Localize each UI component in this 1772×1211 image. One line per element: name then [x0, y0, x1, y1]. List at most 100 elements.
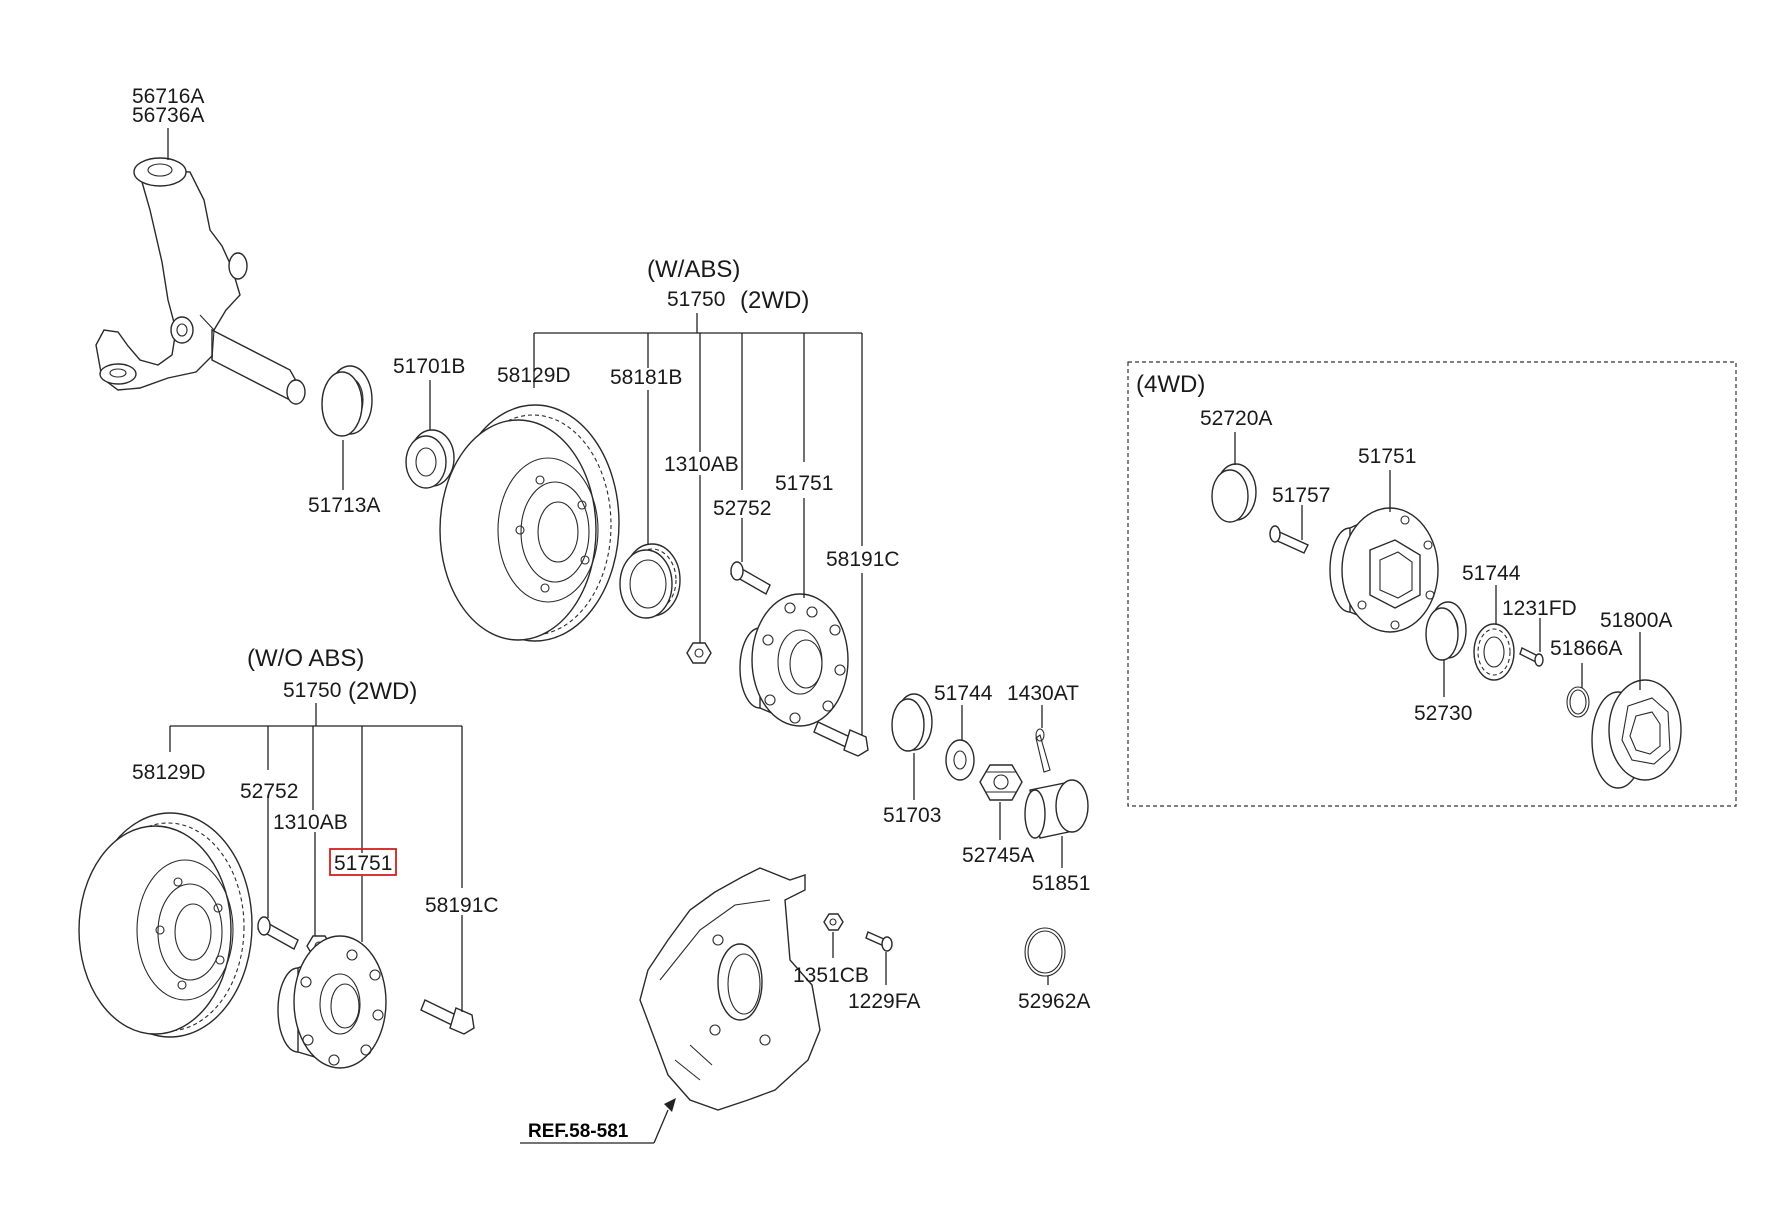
label-51757: 51757 [1272, 484, 1330, 507]
screw-1229FA-drawing [865, 931, 893, 952]
washer-51744-drawing [945, 739, 975, 781]
callout-51751-abs: 51751 [775, 472, 833, 598]
o-ring-51866A-drawing [1566, 686, 1590, 718]
group-4wd-box [1127, 361, 1737, 807]
label-1231FD: 1231FD [1502, 597, 1577, 620]
label-58129D-noabs: 58129D [132, 761, 206, 784]
callout-51744-4wd: 51744 [1462, 562, 1521, 624]
label-51750-abs: 51750 [667, 288, 725, 311]
callout-52752-abs: 52752 [713, 497, 771, 562]
callout-52962A: 52962A [1018, 976, 1090, 1013]
callout-51751-4wd: 51751 [1358, 445, 1416, 512]
callout-1231FD: 1231FD [1502, 597, 1577, 652]
highlight-box-51751 [329, 848, 397, 876]
callout-51701B: 51701B [393, 355, 465, 430]
label-51744-4wd: 51744 [1462, 562, 1521, 585]
label-1229FA: 1229FA [848, 990, 920, 1013]
callout-1310AB-abs: 1310AB [664, 453, 739, 643]
callout-52745A: 52745A [962, 802, 1034, 867]
rotor-58129D-noabs-drawing [78, 812, 253, 1038]
callout-51713A: 51713A [308, 440, 380, 517]
label-52752-noabs: 52752 [240, 780, 298, 803]
callout-51744: 51744 [934, 682, 993, 740]
label-51751-noabs: 51751 [334, 852, 392, 875]
callout-51800A: 51800A [1600, 609, 1672, 690]
nut-1351CB-drawing [823, 913, 844, 931]
label-1351CB: 1351CB [793, 964, 869, 987]
bearing-51703-drawing [891, 693, 933, 752]
callout-52720A: 52720A [1200, 407, 1272, 465]
callout-51703: 51703 [883, 753, 941, 827]
label-51866A: 51866A [1550, 637, 1622, 660]
hub-51751-noabs-drawing [277, 935, 387, 1069]
label-52752-abs: 52752 [713, 497, 771, 520]
label-52962A: 52962A [1018, 990, 1090, 1013]
callout-58129D-noabs: 58129D [132, 761, 206, 784]
hub-51751-abs-drawing [739, 593, 849, 727]
callout-51757: 51757 [1272, 484, 1330, 540]
label-without-abs: (W/O ABS) [247, 645, 364, 672]
stud-51757-drawing [1269, 525, 1309, 554]
callout-52752-noabs: 52752 [240, 780, 298, 918]
callout-1430AT: 1430AT [1007, 682, 1079, 728]
group-with-abs-header: (W/ABS) 51750 (2WD) [533, 256, 863, 546]
callout-58191C-abs: 58191C [826, 548, 900, 735]
label-4wd: (4WD) [1136, 371, 1205, 398]
label-51701B: 51701B [393, 355, 465, 378]
cotter-pin-1430AT-drawing [1035, 728, 1051, 773]
label-58191C-abs: 58191C [826, 548, 900, 571]
callout-1229FA: 1229FA [848, 952, 920, 1013]
label-2wd-noabs: (2WD) [348, 678, 417, 705]
nut-1310AB-abs-drawing [686, 642, 712, 664]
dust-shield-drawing [639, 867, 821, 1111]
label-58181B: 58181B [610, 366, 682, 389]
label-58129D-abs: 58129D [497, 364, 571, 387]
snap-ring-52962A-drawing [1024, 927, 1066, 977]
nut-52745A-drawing [979, 764, 1023, 801]
stud-52752-abs-drawing [730, 561, 771, 595]
bearing-51701B-drawing [405, 429, 455, 489]
stud-52752-noabs-drawing [257, 916, 299, 950]
label-1310AB-noabs: 1310AB [273, 811, 348, 834]
label-with-abs: (W/ABS) [647, 256, 740, 283]
hub-51751-4wd-drawing [1329, 507, 1439, 633]
label-51713A: 51713A [308, 494, 380, 517]
label-56736A: 56736A [132, 104, 204, 127]
seal-52720A-drawing [1211, 463, 1257, 523]
screw-1231FD-drawing [1519, 647, 1544, 667]
label-58191C-noabs: 58191C [425, 894, 499, 917]
callout-1351CB: 1351CB [793, 932, 869, 987]
callout-52730: 52730 [1414, 660, 1472, 725]
label-51851: 51851 [1032, 872, 1090, 895]
callout-51851: 51851 [1032, 836, 1090, 895]
callout-51751-noabs: 51751 [329, 848, 397, 942]
locking-hub-51800A-drawing [1591, 679, 1682, 789]
label-56716A: 56716A [132, 85, 204, 108]
label-1310AB-abs: 1310AB [664, 453, 739, 476]
callout-58181B: 58181B [610, 366, 682, 545]
callout-56716A: 56716A 56736A [132, 85, 204, 160]
bolt-58191C-noabs-drawing [420, 999, 475, 1035]
bolt-58191C-abs-drawing [813, 721, 869, 757]
label-1430AT: 1430AT [1007, 682, 1079, 705]
label-51800A: 51800A [1600, 609, 1672, 632]
label-52730: 52730 [1414, 702, 1472, 725]
bearing-52730-drawing [1425, 601, 1467, 661]
callout-1310AB-noabs: 1310AB [273, 811, 348, 936]
label-51750-noabs: 51750 [283, 679, 341, 702]
label-52720A: 52720A [1200, 407, 1272, 430]
seal-51713A-drawing [321, 365, 373, 437]
steering-knuckle-drawing [95, 157, 306, 405]
label-51751-abs: 51751 [775, 472, 833, 495]
cap-51851-drawing [1024, 779, 1089, 839]
ref-callout: REF.58-581 [520, 1098, 676, 1144]
label-51744: 51744 [934, 682, 993, 705]
callout-51866A: 51866A [1550, 637, 1622, 688]
callout-58129D-abs: 58129D [497, 364, 571, 387]
label-52745A: 52745A [962, 844, 1034, 867]
label-51703: 51703 [883, 804, 941, 827]
lock-washer-51744-drawing [1473, 623, 1515, 681]
ref-label: REF.58-581 [528, 1121, 629, 1142]
callout-58191C-noabs: 58191C [425, 894, 499, 1012]
